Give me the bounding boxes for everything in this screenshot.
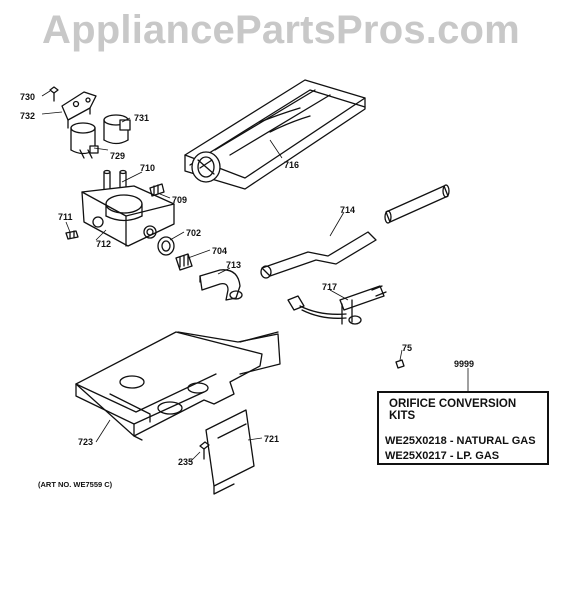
igniter-717 (287, 285, 387, 325)
part-label-730: 730 (20, 92, 36, 102)
part-label-714: 714 (340, 205, 356, 215)
part-label-702: 702 (186, 228, 202, 238)
part-label-712: 712 (96, 239, 112, 249)
art-number: (ART NO. WE7559 C) (38, 480, 113, 489)
coil-731 (103, 114, 131, 145)
part-label-75: 75 (402, 343, 413, 353)
shield-721 (205, 409, 255, 495)
part-label-723: 723 (78, 437, 94, 447)
part-label-709: 709 (172, 195, 188, 205)
fitting-709 (149, 183, 165, 197)
gas-valve-712 (81, 185, 175, 247)
part-label-731: 731 (134, 113, 150, 123)
part-label-713: 713 (226, 260, 242, 270)
part-label-235: 235 (178, 457, 194, 467)
kits-title: ORIFICE CONVERSION KITS (389, 398, 517, 422)
part-label-717: 717 (322, 282, 338, 292)
elbow-713 (199, 269, 243, 301)
orifice-704 (175, 253, 193, 271)
part-label-710: 710 (140, 163, 156, 173)
kit-natural-gas: WE25X0218 - NATURAL GAS (385, 435, 536, 447)
screw-75 (395, 359, 405, 369)
part-label-729: 729 (110, 151, 126, 161)
part-label-711: 711 (58, 212, 73, 222)
part-label-721: 721 (264, 434, 280, 444)
screw-730 (49, 86, 59, 102)
orifice-kits-box: ORIFICE CONVERSION KITS WE25X0218 - NATU… (377, 391, 549, 465)
watermark-logo: AppliancePartsPros.com (42, 8, 520, 52)
coil-729 (70, 122, 99, 159)
kit-lp-gas: WE25X0217 - LP. GAS (385, 450, 500, 462)
part-label-704: 704 (212, 246, 228, 256)
bracket-732 (61, 91, 97, 129)
nut-702 (157, 236, 175, 256)
part-label-732: 732 (20, 111, 36, 121)
part-label-9999: 9999 (454, 359, 475, 369)
screw-711 (65, 230, 79, 240)
pipe-714 (260, 184, 450, 279)
bracket-723 (75, 331, 281, 441)
part-label-716: 716 (284, 160, 300, 170)
screw-235 (199, 441, 210, 460)
burner-716 (184, 79, 366, 190)
